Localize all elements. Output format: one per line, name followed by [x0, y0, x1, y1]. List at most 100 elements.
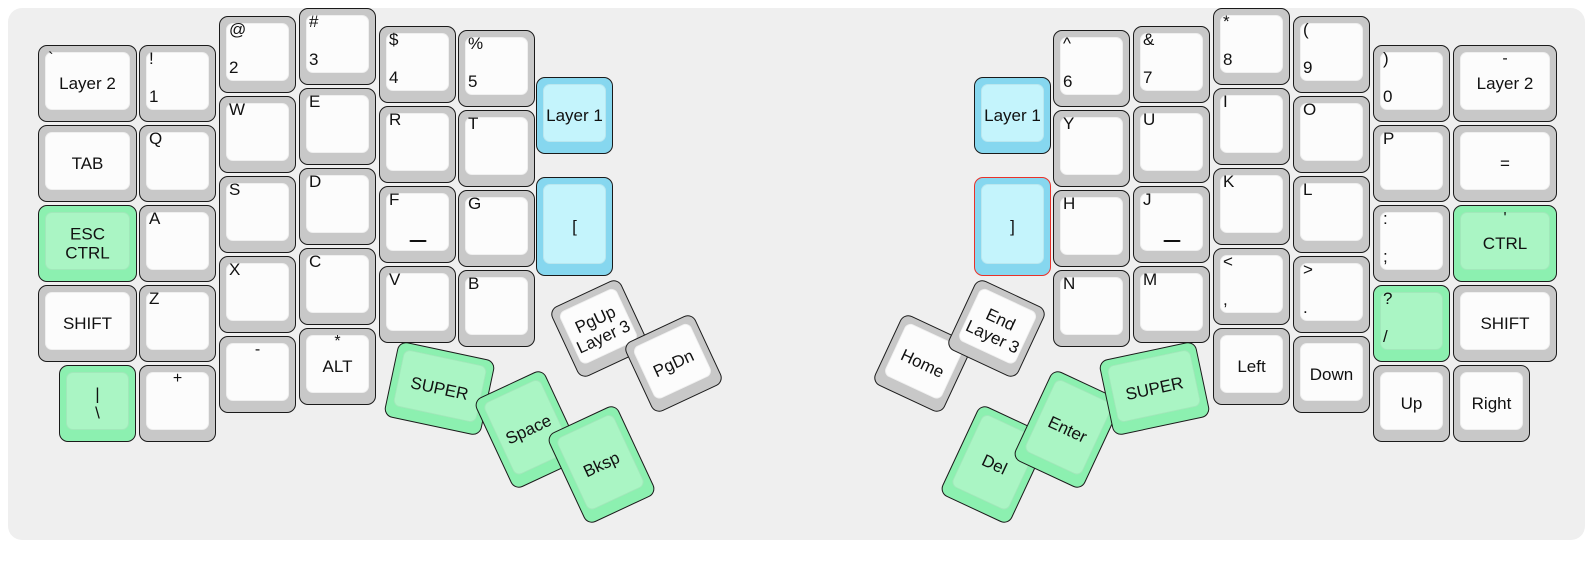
keycap-surface	[386, 273, 449, 331]
key-legend-center: TAB	[71, 153, 104, 173]
key-legend-top: #	[309, 12, 319, 31]
key-legend-top: T	[468, 114, 479, 133]
key-l[interactable]: L	[1293, 176, 1370, 253]
key-arrow-left[interactable]: Left	[1213, 328, 1290, 405]
key-4[interactable]: $4	[379, 26, 456, 103]
key-w[interactable]: W	[219, 96, 296, 173]
key-s[interactable]: S	[219, 176, 296, 253]
key-legend-center-top: -	[254, 341, 261, 358]
key-legend-center: | \	[95, 383, 100, 423]
key-legend-top: R	[389, 110, 402, 129]
key-period[interactable]: >.	[1293, 256, 1370, 333]
key-tab[interactable]: TAB	[38, 125, 137, 202]
key-9[interactable]: (9	[1293, 16, 1370, 93]
keycap-surface	[66, 372, 129, 430]
key-f[interactable]: F	[379, 186, 456, 263]
key-5[interactable]: %5	[458, 30, 535, 107]
key-i[interactable]: I	[1213, 88, 1290, 165]
key-legend-top: D	[309, 172, 322, 191]
keycap-surface	[1220, 255, 1283, 313]
key-b[interactable]: B	[458, 270, 535, 347]
key-o[interactable]: O	[1293, 96, 1370, 173]
key-j[interactable]: J	[1133, 186, 1210, 263]
homing-bar-icon	[1163, 239, 1180, 242]
key-e[interactable]: E	[299, 88, 376, 165]
key-layer-1-right[interactable]: Layer 1	[974, 77, 1051, 154]
key-d[interactable]: D	[299, 168, 376, 245]
keycap-surface	[465, 197, 528, 255]
key-g[interactable]: G	[458, 190, 535, 267]
key-legend-top: W	[229, 100, 246, 119]
keycap-surface	[386, 113, 449, 171]
key-legend-center: Layer 1	[984, 105, 1041, 125]
key-pipe-backslash[interactable]: | \	[59, 365, 136, 442]
key-slash[interactable]: ?/	[1373, 285, 1450, 362]
key-x[interactable]: X	[219, 256, 296, 333]
key-alt[interactable]: *ALT	[299, 328, 376, 405]
key-2[interactable]: @2	[219, 16, 296, 93]
key-v[interactable]: V	[379, 266, 456, 343]
key-y[interactable]: Y	[1053, 110, 1130, 187]
key-legend-top: Z	[149, 289, 160, 308]
key-a[interactable]: A	[139, 205, 216, 282]
key-layer-2-right[interactable]: -Layer 2	[1453, 45, 1557, 122]
keycap-surface	[45, 212, 130, 270]
key-arrow-down[interactable]: Down	[1293, 336, 1370, 413]
keycap-surface	[465, 277, 528, 335]
key-esc-ctrl[interactable]: ESC CTRL	[38, 205, 137, 282]
key-6[interactable]: ^6	[1053, 30, 1130, 107]
keycap-surface	[1300, 103, 1363, 161]
key-r[interactable]: R	[379, 106, 456, 183]
keycap-surface	[45, 132, 130, 190]
key-right-bracket[interactable]: ]	[974, 177, 1051, 276]
key-t[interactable]: T	[458, 110, 535, 187]
key-k[interactable]: K	[1213, 168, 1290, 245]
keycap-surface	[1140, 113, 1203, 171]
key-legend-top: J	[1143, 190, 1152, 209]
key-layer-2-left[interactable]: `Layer 2	[38, 45, 137, 122]
key-ctrl-right[interactable]: 'CTRL	[1453, 205, 1557, 282]
key-z[interactable]: Z	[139, 285, 216, 362]
keycap-surface	[1380, 132, 1443, 190]
key-plus[interactable]: +	[139, 365, 216, 442]
key-legend-center: Right	[1471, 393, 1512, 413]
key-p[interactable]: P	[1373, 125, 1450, 202]
key-layer-1-left[interactable]: Layer 1	[536, 77, 613, 154]
key-1[interactable]: !1	[139, 45, 216, 122]
key-legend-top: )	[1383, 49, 1389, 68]
key-legend-top: L	[1303, 180, 1313, 199]
key-q[interactable]: Q	[139, 125, 216, 202]
key-semicolon[interactable]: :;	[1373, 205, 1450, 282]
key-c[interactable]: C	[299, 248, 376, 325]
key-7[interactable]: &7	[1133, 26, 1210, 103]
key-h[interactable]: H	[1053, 190, 1130, 267]
keycap-surface	[146, 292, 209, 350]
key-equal[interactable]: =	[1453, 125, 1557, 202]
key-legend-bottom: /	[1383, 327, 1388, 346]
key-legend-bottom: 6	[1063, 72, 1073, 91]
key-arrow-up[interactable]: Up	[1373, 365, 1450, 442]
key-legend-bottom: 1	[149, 87, 159, 106]
key-comma[interactable]: <,	[1213, 248, 1290, 325]
key-8[interactable]: *8	[1213, 8, 1290, 85]
key-legend-bottom: .	[1303, 298, 1308, 317]
key-0[interactable]: )0	[1373, 45, 1450, 122]
key-m[interactable]: M	[1133, 266, 1210, 343]
key-arrow-right[interactable]: Right	[1453, 365, 1530, 442]
keycap-surface	[543, 84, 606, 142]
key-legend-bottom: 9	[1303, 58, 1313, 77]
keycap-surface	[1300, 343, 1363, 401]
key-shift-left[interactable]: SHIFT	[38, 285, 137, 362]
key-minus-left[interactable]: -	[219, 336, 296, 413]
keycap-surface	[1220, 15, 1283, 73]
key-n[interactable]: N	[1053, 270, 1130, 347]
key-legend-bottom: 3	[309, 50, 319, 69]
key-3[interactable]: #3	[299, 8, 376, 85]
key-left-bracket[interactable]: [	[536, 177, 613, 276]
key-u[interactable]: U	[1133, 106, 1210, 183]
keycap-surface	[226, 23, 289, 81]
key-legend-center: Layer 2	[59, 73, 116, 93]
keycap-surface	[146, 372, 209, 430]
key-shift-right[interactable]: SHIFT	[1453, 285, 1557, 362]
keycap-surface	[146, 52, 209, 110]
